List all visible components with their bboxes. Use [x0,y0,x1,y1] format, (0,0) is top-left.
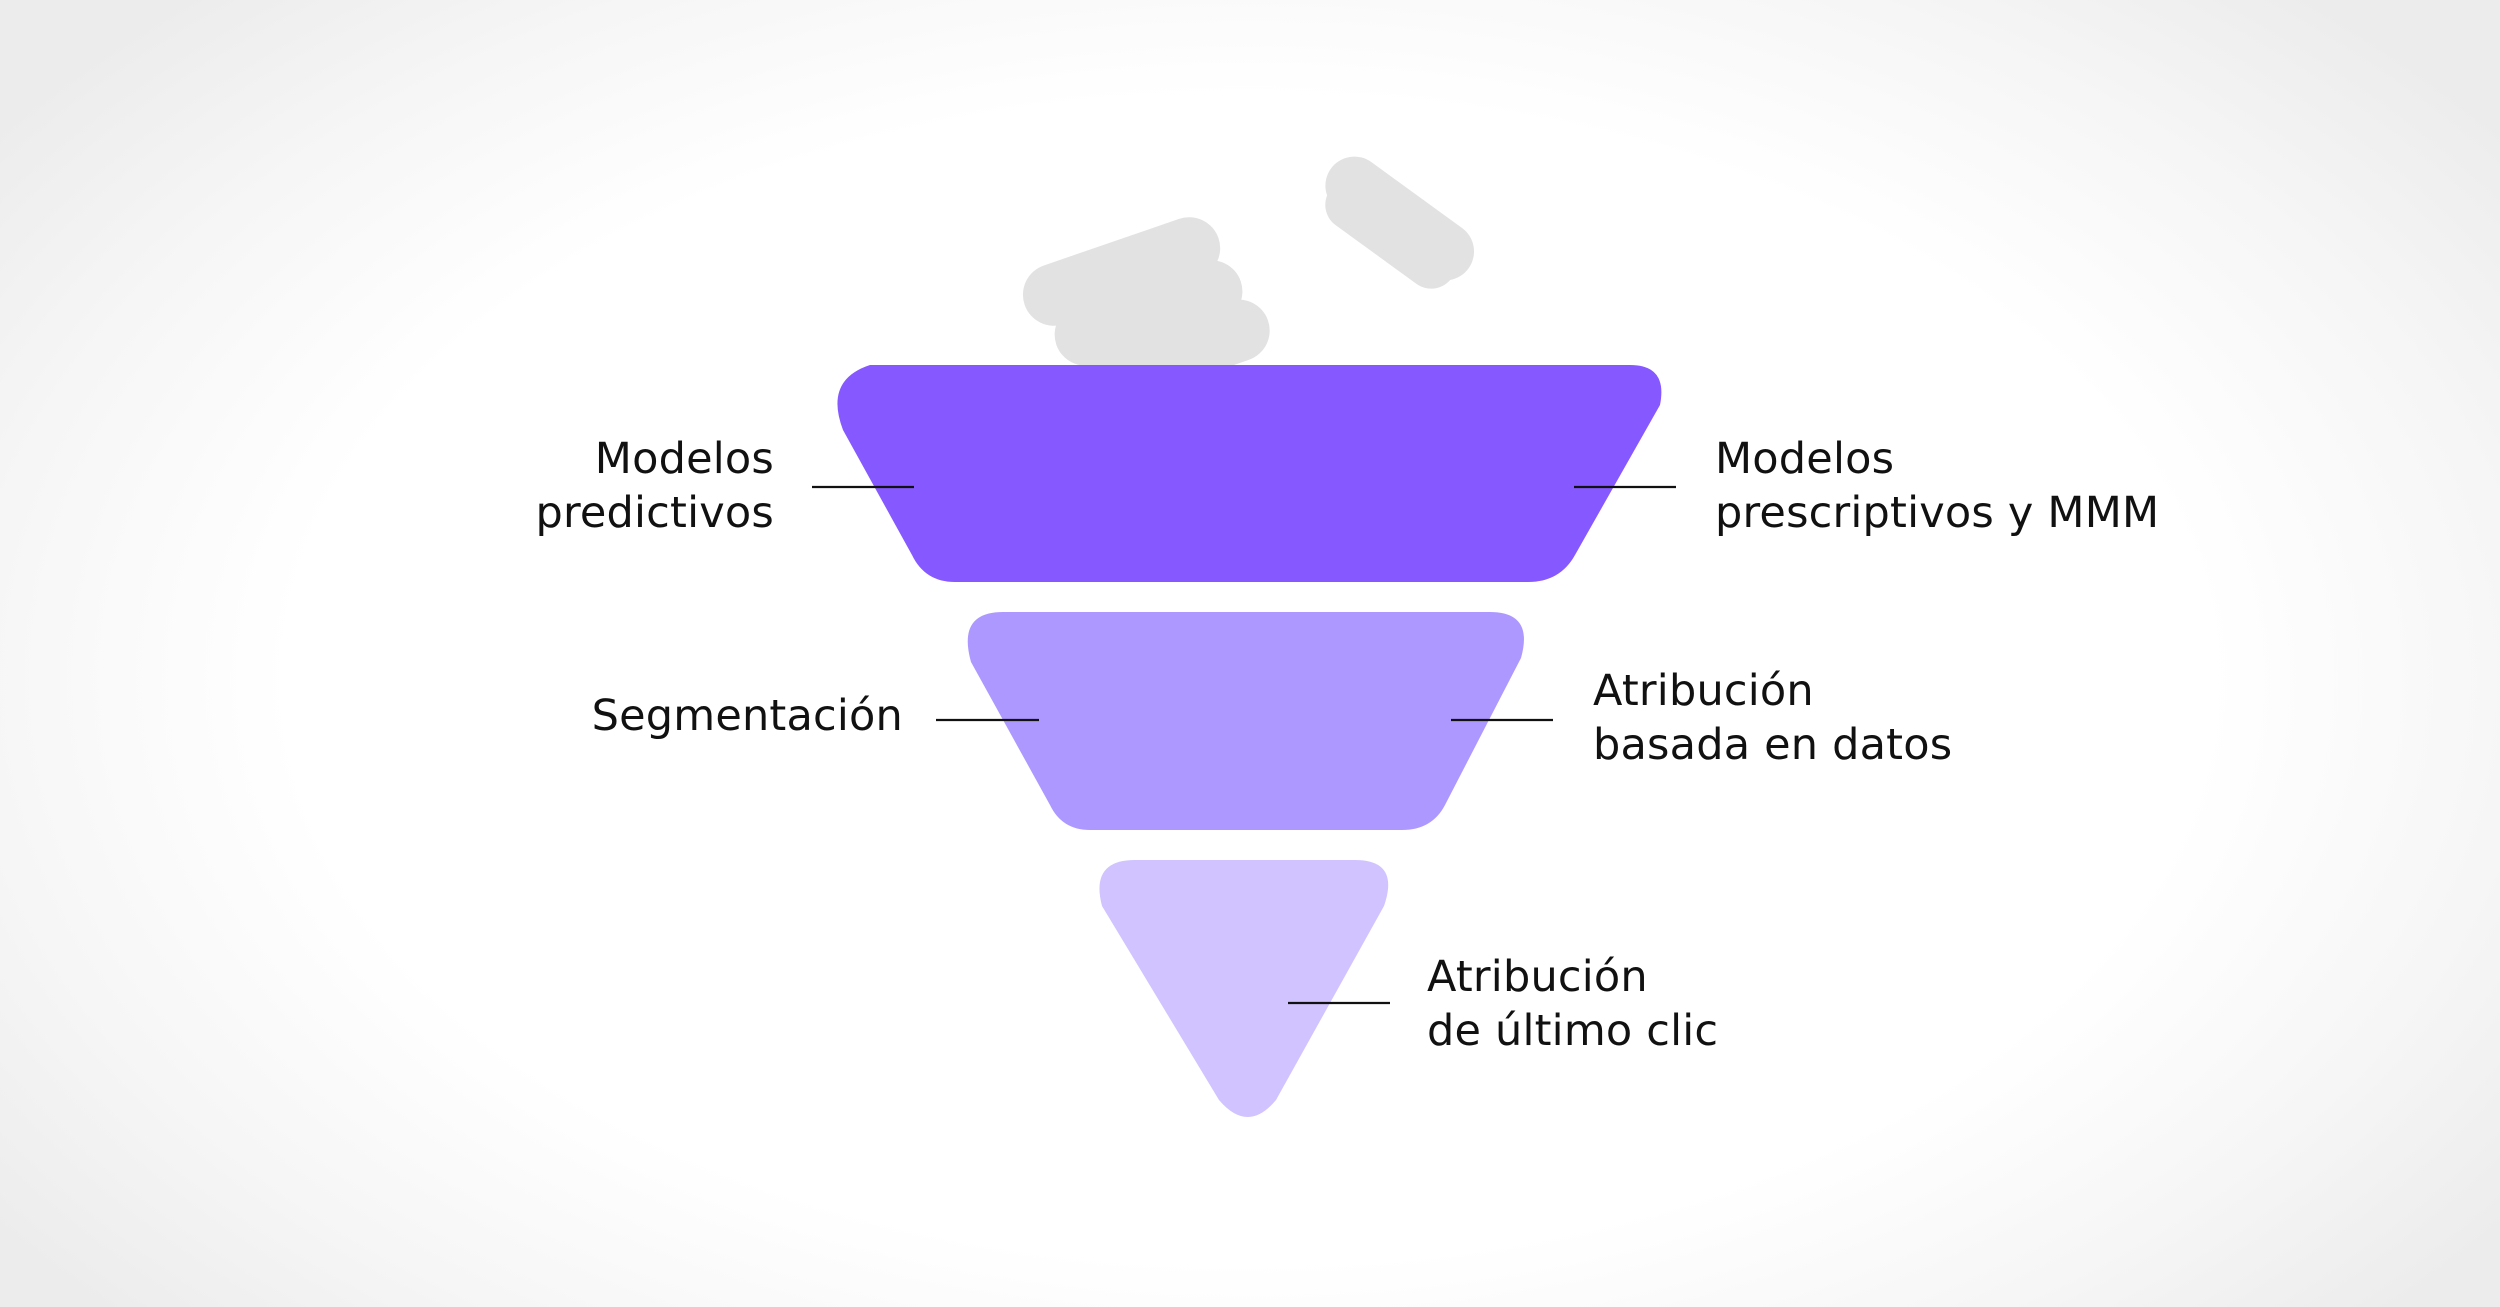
label-line: de último clic [1427,1006,1719,1056]
funnel-tier-bottom [1099,860,1389,1117]
funnel-tier-middle [967,612,1524,830]
label-predictive-models: Modelos predictivos [535,432,774,540]
decorative-coins-icon [1022,156,1475,407]
label-data-driven-attribution: Atribución basada en datos [1593,664,1952,772]
label-line: Modelos [594,434,774,484]
funnel-tier-top [837,365,1662,582]
label-last-click-attribution: Atribución de último clic [1427,950,1718,1058]
label-line: Modelos [1715,434,1895,484]
label-segmentation: Segmentación [592,689,903,743]
label-line: prescriptivos y MMM [1715,488,2160,538]
label-line: Atribución [1593,666,1814,716]
label-line: basada en datos [1593,720,1953,770]
label-line: Atribución [1427,952,1648,1002]
label-line: Segmentación [591,691,903,741]
label-prescriptive-models: Modelos prescriptivos y MMM [1715,432,2159,540]
label-line: predictivos [535,488,774,538]
